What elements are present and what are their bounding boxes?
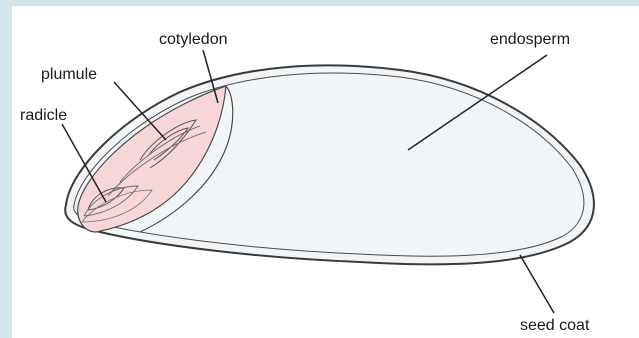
radicle-label: radicle bbox=[20, 107, 67, 124]
endosperm-label: endosperm bbox=[490, 31, 570, 48]
seed-coat-label: seed coat bbox=[520, 317, 590, 334]
seed-coat-leader bbox=[520, 255, 554, 313]
cotyledon-label: cotyledon bbox=[159, 31, 228, 48]
plumule-label: plumule bbox=[41, 66, 97, 83]
